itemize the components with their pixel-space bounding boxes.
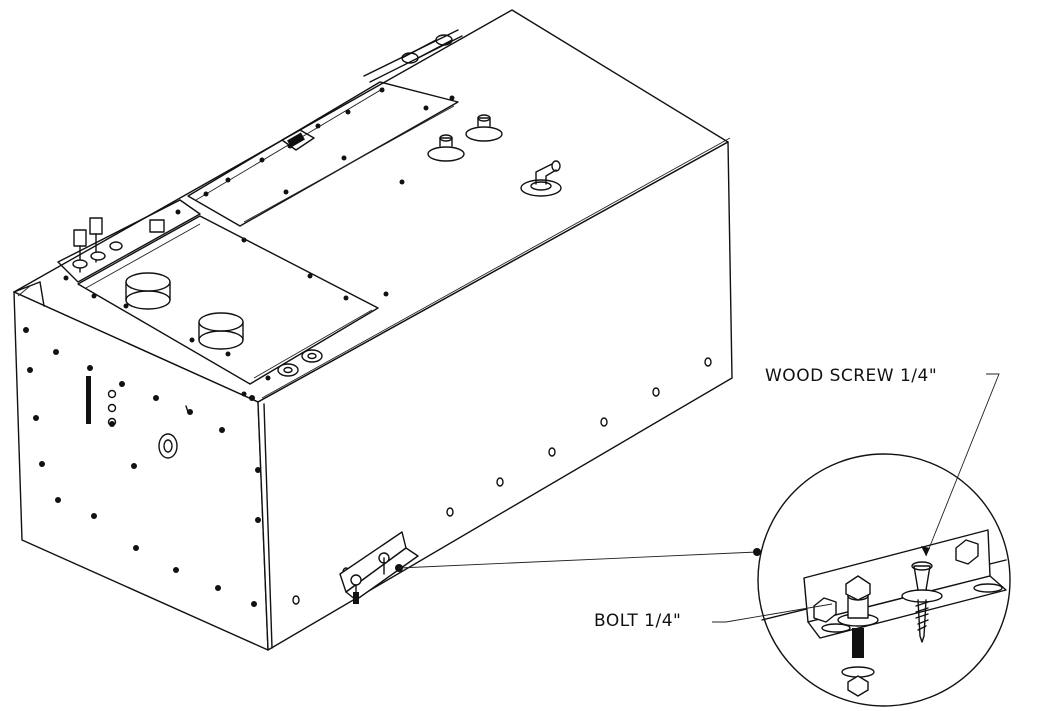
detail-leader-line [398, 551, 758, 569]
tank-side-face [257, 141, 733, 651]
vent-fitting-2 [465, 114, 503, 142]
side-nuts [277, 349, 323, 377]
end-face-holes [23, 327, 261, 607]
wood-screw-quarter-inch [901, 561, 943, 643]
mounting-bracket-small [339, 531, 419, 604]
sensor-fittings [72, 217, 165, 273]
detail-view [712, 373, 1011, 707]
bolt-leader [712, 603, 833, 623]
fill-cap-large-1 [125, 272, 171, 310]
vent-fitting-1 [427, 134, 465, 162]
bolt-callout: BOLT 1/4" [594, 611, 682, 631]
wood-screw-callout: WOOD SCREW 1/4" [765, 366, 938, 386]
top-fastener-dots [63, 87, 455, 397]
fill-cap-large-2 [198, 312, 244, 350]
hex-nut-icon [955, 539, 979, 565]
top-access-panel-front [57, 199, 379, 385]
elbow-fitting [520, 160, 562, 197]
wood-screw-leader [925, 373, 1000, 557]
bolt-quarter-inch [837, 575, 879, 697]
tank-body [13, 9, 733, 651]
detail-circle [757, 453, 1011, 707]
